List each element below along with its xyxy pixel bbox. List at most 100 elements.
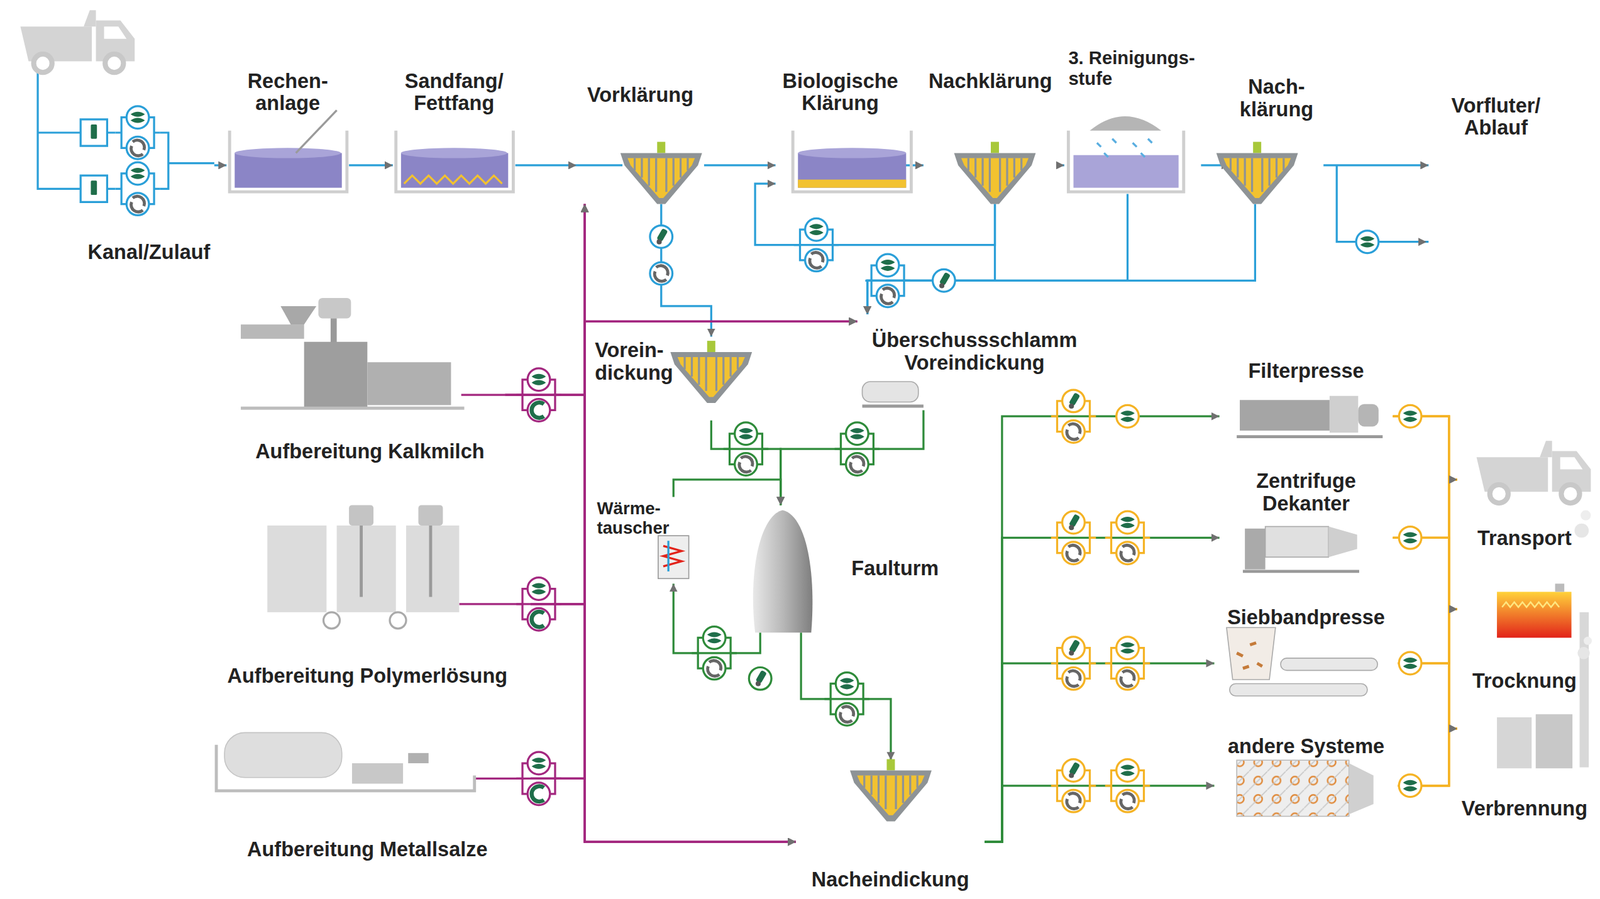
process-node: Nacheindickung (795, 760, 985, 893)
tanks (401, 147, 508, 158)
chemical-units (336, 525, 397, 613)
pump-symbols (115, 162, 160, 216)
disposal-units (1555, 583, 1565, 592)
chemical-units (418, 504, 443, 525)
chemical-units (348, 504, 374, 525)
pipe-connector (984, 663, 1214, 842)
tanks (1216, 142, 1299, 205)
sludge-units (753, 510, 813, 634)
node-label: Wärme- tauscher (597, 499, 679, 539)
pipe-connector (984, 785, 1214, 842)
tanks (234, 152, 342, 188)
pump-symbols (1051, 511, 1096, 564)
process-node: Trocknung (1457, 581, 1592, 695)
chemical-units (406, 525, 459, 613)
process-node: Überschussschlamm Voreindickung (856, 314, 1092, 411)
tanks (401, 152, 508, 188)
node-label: Rechen- anlage (230, 69, 346, 116)
tanks (229, 110, 1298, 822)
node-label: Vorklärung (587, 83, 694, 107)
disposal-units (1496, 510, 1592, 769)
node-label: Siebbandpresse (1227, 606, 1385, 629)
process-node: Faulturm (744, 504, 950, 633)
chemical-units (323, 612, 341, 629)
chemical-units (240, 406, 464, 410)
chemical-units (408, 753, 429, 764)
node-label: Vorein- dickung (594, 338, 681, 385)
pump-symbols (1105, 636, 1150, 690)
pump-symbols (748, 667, 772, 691)
pump-symbols (516, 751, 561, 805)
process-node: andere Systeme (1213, 732, 1398, 820)
tanks (234, 147, 341, 158)
pipe-connector (530, 604, 796, 842)
pump-symbols (1105, 759, 1150, 813)
pipe-connector (1393, 537, 1458, 729)
pipe-connector (504, 204, 585, 396)
node-label: Faulturm (851, 557, 939, 581)
node-label: Vorfluter/ Ablauf (1432, 93, 1560, 140)
process-node: Wärme- tauscher (589, 496, 684, 584)
node-label: Nachklärung (928, 69, 1053, 92)
tanks (404, 175, 503, 184)
sludge-units (658, 535, 690, 579)
trucks (1476, 440, 1592, 503)
process-node: Zentrifuge Dekanter (1219, 467, 1394, 574)
node-label: Kanal/Zulauf (88, 240, 211, 263)
pump-symbols (115, 106, 160, 160)
pipe-connector (1393, 416, 1458, 610)
decor-pipes (37, 71, 1429, 779)
node-label: Zentrifuge Dekanter (1239, 469, 1373, 516)
tanks (296, 110, 337, 153)
pipe-connector (1398, 609, 1458, 786)
pump-symbols (1398, 774, 1422, 798)
tanks (229, 130, 348, 192)
tanks (954, 142, 1037, 205)
dewatering-machines (1280, 658, 1378, 671)
node-label: Filterpresse (1248, 358, 1365, 382)
disposal-units (1579, 612, 1590, 768)
disposal-units (1574, 523, 1589, 539)
tanks (396, 130, 514, 192)
dewatering-machines (1265, 526, 1330, 558)
disposal-units (1496, 717, 1532, 769)
process-node: Verbrennung (1457, 704, 1592, 822)
process-node: Nach- klärung (1229, 73, 1324, 205)
decor-pipes (1418, 237, 1427, 246)
dewatering-machines (1236, 760, 1350, 817)
chemical-units (352, 763, 403, 784)
chemical-units (318, 297, 351, 319)
process-node: Sandfang/ Fettfang (392, 67, 516, 194)
process-node: Biologische Klärung (775, 67, 906, 194)
pipe-connector (1398, 479, 1458, 786)
pipe-connector (867, 204, 1256, 315)
process-node: Aufbereitung Kalkmilch (234, 291, 505, 465)
process-node: 3. Reinigungs- stufe (1064, 45, 1201, 194)
pipe-connector (515, 164, 577, 166)
pump-symbols (516, 368, 561, 422)
pipe-connector (780, 409, 924, 505)
pump-symbols (834, 422, 880, 476)
dewatering-machines (1226, 627, 1276, 680)
pipe-connector (673, 479, 781, 506)
tanks (620, 142, 703, 205)
chemical-units (267, 525, 327, 613)
chemical-units (389, 612, 407, 629)
process-node: Siebbandpresse (1213, 604, 1398, 701)
disposal-units (1501, 602, 1560, 608)
pipe-connector (530, 204, 585, 779)
disposal-units (1577, 646, 1590, 659)
pump-symbols (1398, 651, 1422, 675)
tanks (1068, 130, 1184, 192)
dewatering-machines (1244, 528, 1265, 570)
pipe-connector (704, 164, 776, 166)
pipe-connector (867, 193, 1128, 315)
process-node: Nachklärung (923, 67, 1058, 204)
chemical-units (224, 732, 343, 778)
dewatering-machines (1236, 435, 1383, 439)
trucks (20, 10, 135, 73)
pump-symbols (650, 225, 673, 249)
disposal-units (1583, 636, 1592, 646)
